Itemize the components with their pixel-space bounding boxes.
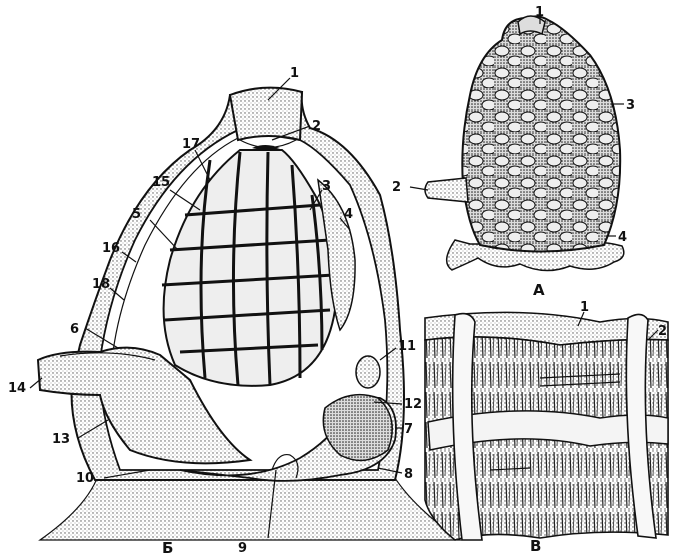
figure-b-label-1: 1 <box>290 66 299 81</box>
figure-b-label-16: 16 <box>102 241 120 256</box>
figure-b-label-7: 7 <box>404 422 413 437</box>
figure-b-label-5: 5 <box>132 207 141 222</box>
figure-b-label-4: 4 <box>344 207 353 222</box>
figure-b-label-13: 13 <box>52 432 70 447</box>
figure-a-siphon-side <box>425 178 468 202</box>
figure-b-label-11: 11 <box>398 339 416 354</box>
figure-b-label-6: 6 <box>70 322 79 337</box>
figure-b-label-10: 10 <box>76 471 94 486</box>
figure-b-label-9: 9 <box>238 541 247 556</box>
figure-a-body <box>462 16 620 251</box>
figure-b-label-14: 14 <box>8 381 26 396</box>
figure-b-label-15: 15 <box>152 175 170 190</box>
figure-c-label-2: 2 <box>658 324 667 339</box>
figure-a-label-3: 3 <box>626 98 635 113</box>
figure-a-caption: А <box>533 281 545 299</box>
figure-a-label-4: 4 <box>618 230 627 245</box>
figure-b-label-3: 3 <box>322 179 331 194</box>
figure-b-heart <box>356 356 380 388</box>
figure-c-label-1: 1 <box>580 300 589 315</box>
figure-b-label-18: 18 <box>92 277 110 292</box>
figure-b-label-2: 2 <box>312 119 321 134</box>
figure-a-label-1: 1 <box>535 5 544 20</box>
figure-b-label-8: 8 <box>404 467 413 482</box>
figure-b-label-12: 12 <box>404 397 422 412</box>
figure-b-label-17: 17 <box>182 137 200 152</box>
figure-a-label-2: 2 <box>392 180 401 195</box>
figure-c-tissue-block <box>425 312 668 540</box>
figure-b-oral-siphon <box>230 88 302 140</box>
figure-b-caption: Б <box>162 539 173 556</box>
figure-a-external-view <box>425 16 624 271</box>
figure-c-caption: В <box>530 537 541 555</box>
